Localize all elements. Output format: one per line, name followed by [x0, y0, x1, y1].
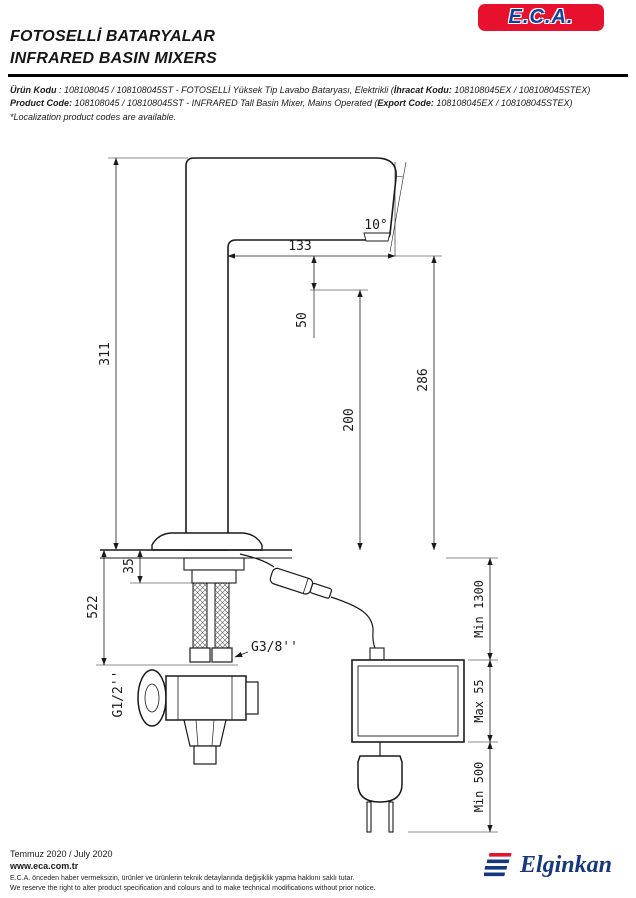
dim-hose-length-label: 522 — [86, 595, 101, 618]
export-code-label-en: Export Code: — [377, 98, 434, 108]
valve-nut — [183, 719, 227, 747]
dimension-plug-min: Min 500 — [408, 741, 498, 833]
valve-thread-label: G1/2'' — [111, 671, 126, 718]
elginkan-logo: Elginkan — [483, 850, 612, 880]
dim-total-height-label: 311 — [98, 342, 113, 365]
product-code-label-tr: Ürün Kodu — [10, 85, 57, 95]
export-code-label-tr: İhracat Kodu: — [393, 85, 452, 95]
flexible-hoses — [189, 577, 233, 663]
eca-logo-text: E.C.A. — [508, 6, 574, 28]
footer-website: www.eca.com.tr — [10, 861, 79, 871]
product-code-label-en: Product Code: — [10, 98, 72, 108]
dimension-hose-length: 522 — [86, 549, 238, 666]
dimension-cable-min: Min 1300 — [446, 557, 498, 661]
dimension-total-height: 311 — [98, 157, 188, 551]
hose-thread-callout: G3/8'' — [234, 640, 298, 658]
faucet-body — [151, 157, 397, 551]
dim-box-max-label: Max 55 — [472, 679, 486, 722]
dim-deck-thickness-label: 35 — [122, 558, 137, 574]
cable-connector — [269, 567, 333, 599]
footer-date: Temmuz 2020 / July 2020 — [10, 849, 113, 859]
dimension-spout-reach: 133 — [227, 239, 396, 259]
product-code-line-en: Product Code: 108108045 / 108108045ST - … — [10, 98, 572, 108]
eca-logo: E.C.A. — [478, 4, 604, 31]
product-code-line-tr: Ürün Kodu : 108108045 / 108108045ST - FO… — [10, 85, 590, 95]
dimension-box-max: Max 55 — [468, 659, 498, 743]
title-rule — [8, 74, 628, 77]
base-flange — [151, 532, 263, 551]
elginkan-wordmark: Elginkan — [519, 851, 612, 878]
page-title-en: INFRARED BASIN MIXERS — [10, 50, 217, 67]
elginkan-emblem — [483, 853, 512, 877]
box-inlet — [369, 647, 385, 661]
footer-disclaimer-en: We reserve the right to alter product sp… — [10, 885, 376, 892]
dim-plug-min-label: Min 500 — [472, 762, 486, 813]
dim-angle-label: 10° — [364, 218, 387, 233]
export-code-text-tr: 108108045EX / 108108045STEX) — [451, 85, 591, 95]
hose-fitting — [211, 647, 233, 663]
localization-note: *Localization product codes are availabl… — [10, 112, 177, 122]
dimension-spout-height: 286 — [395, 255, 442, 551]
product-code-text-en: 108108045 / 108108045ST - INFRARED Tall … — [72, 98, 378, 108]
dim-sensor-offset-label: 50 — [295, 312, 310, 328]
dimension-sensor-height: 200 — [342, 289, 363, 551]
dimension-deck-thickness: 35 — [122, 549, 143, 584]
angle-annotation: 10° — [364, 161, 407, 256]
hose-thread-label: G3/8'' — [251, 640, 298, 655]
dim-cable-min-label: Min 1300 — [472, 580, 486, 638]
plug-pin — [388, 801, 394, 833]
control-box — [351, 647, 465, 743]
plug-pin — [366, 801, 372, 833]
valve-cap — [245, 681, 259, 715]
valve-outlet — [193, 745, 217, 765]
dimension-sensor-offset: 50 — [295, 255, 368, 338]
dim-spout-reach-label: 133 — [288, 239, 311, 254]
power-plug — [357, 742, 403, 833]
counter-deck — [100, 549, 292, 559]
angle-valve: G1/2'' — [111, 669, 259, 765]
aerator — [363, 232, 391, 242]
page-title-tr: FOTOSELLİ BATARYALAR — [10, 28, 216, 45]
mounting-bracket — [130, 557, 245, 584]
dim-sensor-height-label: 200 — [342, 408, 357, 431]
footer-disclaimer-tr: E.C.A. önceden haber vermeksizin, ürünle… — [10, 875, 355, 882]
export-code-text-en: 108108045EX / 108108045STEX) — [433, 98, 573, 108]
hose-fitting — [189, 647, 211, 663]
product-code-text-tr: : 108108045 / 108108045ST - FOTOSELLİ Yü… — [56, 85, 394, 95]
dim-spout-height-label: 286 — [416, 368, 431, 391]
